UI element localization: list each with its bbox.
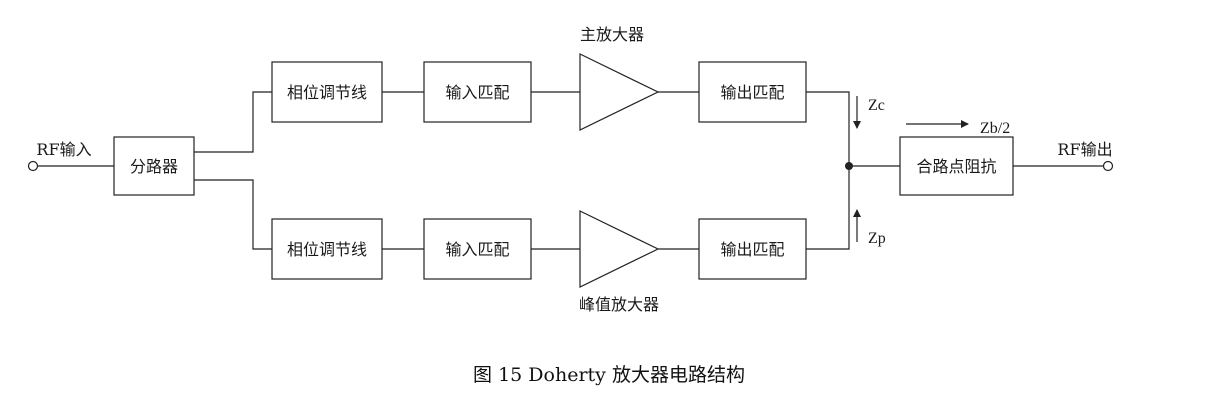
wire-splitter-bottom (194, 179, 272, 250)
phase-line-top-label: 相位调节线 (287, 83, 367, 102)
rf-input-port (27, 160, 39, 172)
peak-amplifier: 峰值放大器 (579, 210, 660, 314)
zb2-label: Zb/2 (980, 120, 1010, 137)
zp-label: Zp (868, 230, 886, 247)
main-amplifier-triangle (579, 53, 660, 131)
splitter-label: 分路器 (130, 157, 178, 176)
main-amplifier: 主放大器 (579, 25, 660, 131)
peak-amplifier-triangle (579, 210, 660, 288)
output-match-bottom-block: 输出匹配 (698, 218, 807, 280)
figure-caption: 图 15 Doherty 放大器电路结构 (473, 364, 745, 386)
input-match-bottom-block: 输入匹配 (423, 218, 532, 280)
splitter-block: 分路器 (113, 136, 195, 196)
peak-amplifier-label: 峰值放大器 (579, 295, 659, 314)
wire-splitter-top (194, 91, 272, 153)
wires (37, 91, 1103, 250)
phase-line-top-block: 相位调节线 (271, 61, 383, 123)
output-match-top-block: 输出匹配 (698, 61, 807, 123)
phase-line-bottom-block: 相位调节线 (271, 218, 383, 280)
combiner-label: 合路点阻抗 (916, 157, 996, 176)
input-match-top-label: 输入匹配 (445, 83, 509, 102)
output-match-bottom-label: 输出匹配 (720, 240, 784, 259)
main-amplifier-label: 主放大器 (580, 25, 644, 44)
wire-output-combine (806, 91, 850, 250)
doherty-circuit-diagram: 分路器 相位调节线 相位调节线 输入匹配 输入匹配 主放大器 峰值放大器 (27, 25, 1114, 314)
rf-input-label: RF输入 (36, 140, 91, 159)
zc-label: Zc (868, 97, 885, 114)
rf-output-port (1102, 160, 1114, 172)
output-match-top-label: 输出匹配 (720, 83, 784, 102)
input-match-top-block: 输入匹配 (423, 61, 532, 123)
combining-node (845, 162, 853, 170)
input-match-bottom-label: 输入匹配 (445, 240, 509, 259)
rf-output-label: RF输出 (1057, 140, 1112, 159)
combiner-block: 合路点阻抗 (899, 136, 1014, 196)
phase-line-bottom-label: 相位调节线 (287, 240, 367, 259)
